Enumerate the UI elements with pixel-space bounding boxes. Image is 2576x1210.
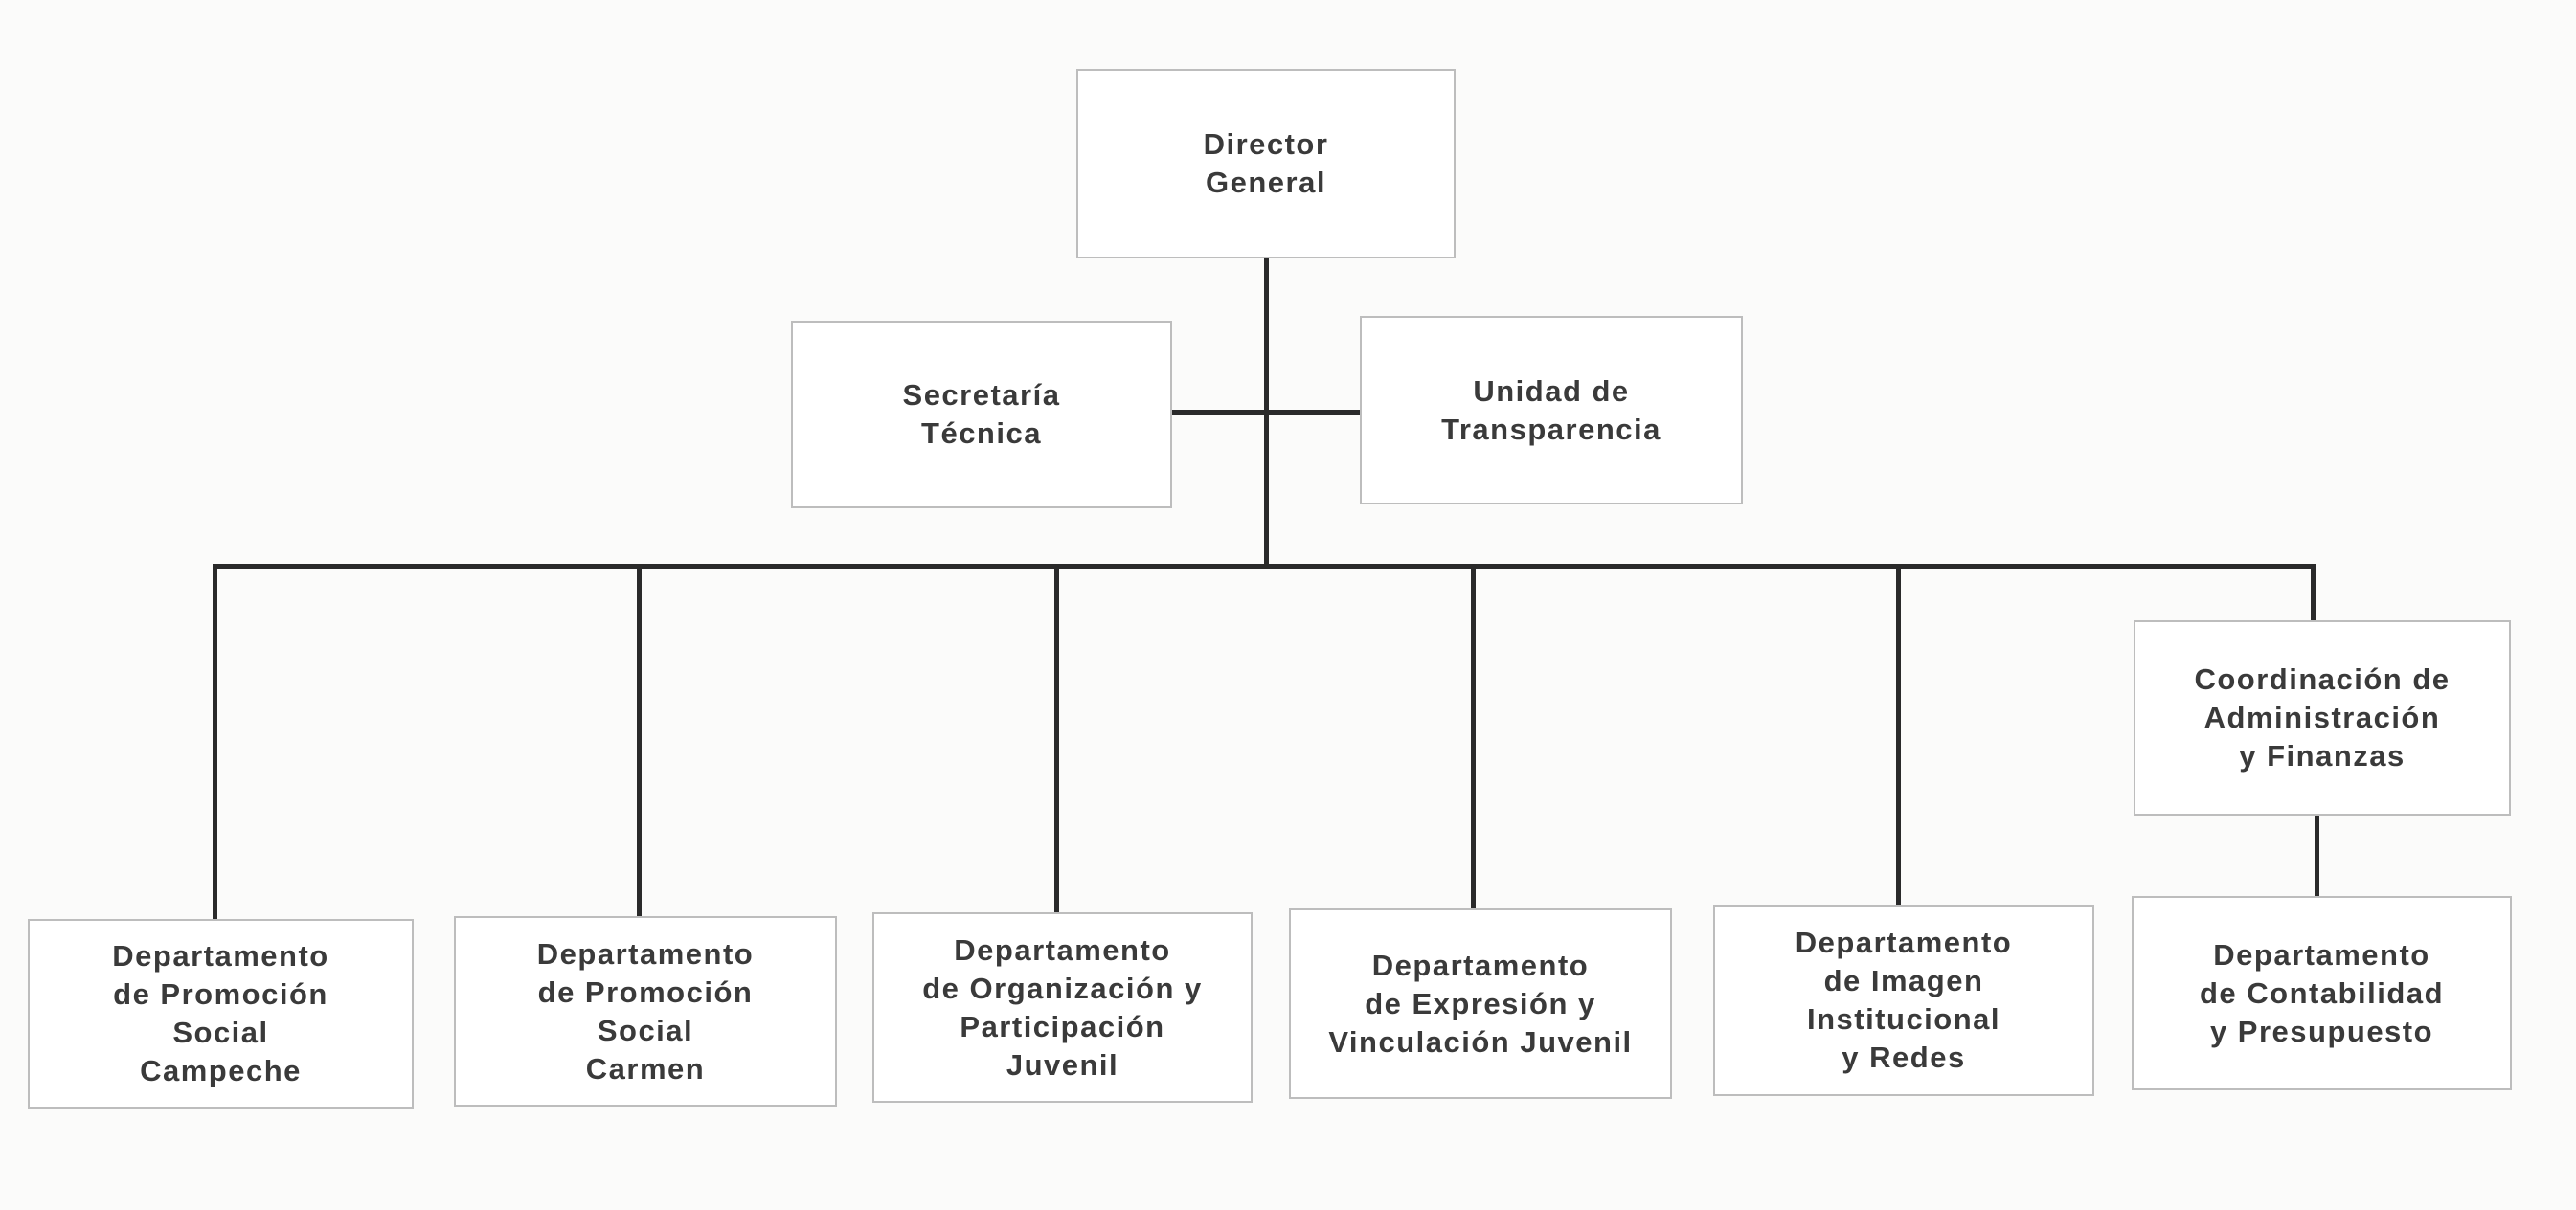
director-general-label: Director General — [1203, 127, 1329, 199]
dept-contabilidad-presupuesto-box: Departamento de Contabilidad y Presupues… — [2132, 896, 2512, 1090]
dept-promocion-carmen-label: Departamento de Promoción Social Carmen — [536, 936, 755, 1086]
connector-staff-horizontal — [1170, 410, 1362, 415]
dept-imagen-institucional-label: Departamento de Imagen Institucional y R… — [1795, 926, 2013, 1074]
coordinacion-administracion-box: Coordinación de Administración y Finanza… — [2134, 620, 2511, 816]
connector-dept-4 — [1471, 564, 1476, 910]
connector-dept-2 — [637, 564, 642, 918]
secretaria-tecnica-label: Secretaría Técnica — [902, 378, 1061, 450]
dept-organizacion-participacion-label: Departamento de Organización y Participa… — [922, 932, 1203, 1082]
connector-coordinacion — [2311, 564, 2316, 623]
dept-organizacion-participacion-box: Departamento de Organización y Participa… — [872, 912, 1253, 1103]
dept-promocion-campeche-label: Departamento de Promoción Social Campech… — [112, 939, 329, 1087]
director-general-box: Director General — [1076, 69, 1456, 258]
secretaria-tecnica-box: Secretaría Técnica — [791, 321, 1172, 508]
unidad-transparencia-box: Unidad de Transparencia — [1360, 316, 1743, 504]
coordinacion-administracion-label: Coordinación de Administración y Finanza… — [2194, 662, 2451, 773]
connector-dept-1 — [213, 564, 217, 922]
connector-dept-6 — [2315, 814, 2319, 900]
dept-contabilidad-presupuesto-label: Departamento de Contabilidad y Presupues… — [2200, 937, 2444, 1048]
connector-dept-3 — [1054, 564, 1059, 914]
dept-expresion-vinculacion-box: Departamento de Expresión y Vinculación … — [1289, 908, 1672, 1099]
dept-expresion-vinculacion-label: Departamento de Expresión y Vinculación … — [1328, 948, 1633, 1059]
unidad-transparencia-label: Unidad de Transparencia — [1441, 373, 1661, 446]
connector-dept-5 — [1896, 564, 1901, 907]
connector-main-horizontal — [213, 564, 2316, 569]
dept-promocion-carmen-box: Departamento de Promoción Social Carmen — [454, 916, 837, 1107]
dept-promocion-campeche-box: Departamento de Promoción Social Campech… — [28, 919, 414, 1109]
dept-imagen-institucional-box: Departamento de Imagen Institucional y R… — [1713, 905, 2094, 1096]
